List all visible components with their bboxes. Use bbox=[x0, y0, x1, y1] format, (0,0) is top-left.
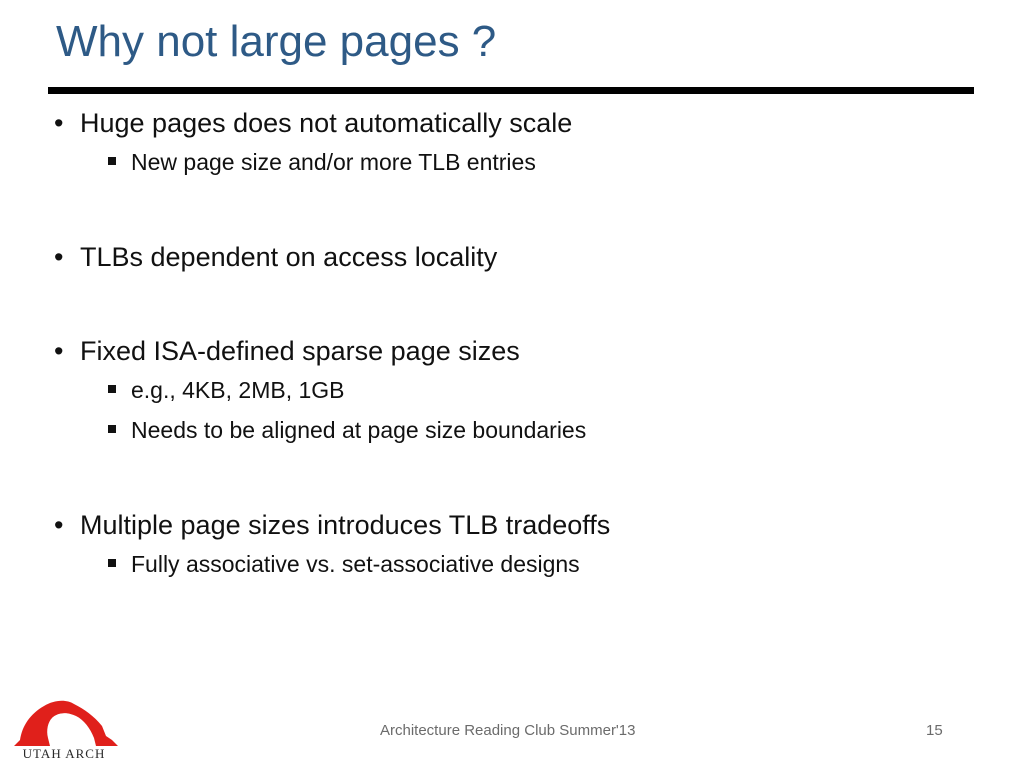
bullet-dot-icon: • bbox=[54, 242, 64, 272]
square-bullet-icon bbox=[108, 385, 116, 393]
sub-bullet-item: New page size and/or more TLB entries bbox=[54, 142, 974, 182]
sub-bullet-text: New page size and/or more TLB entries bbox=[131, 149, 536, 175]
sub-bullet-item: e.g., 4KB, 2MB, 1GB bbox=[54, 370, 974, 410]
sub-bullet-text: Fully associative vs. set-associative de… bbox=[131, 551, 580, 577]
sub-bullet-item: Needs to be aligned at page size boundar… bbox=[54, 410, 974, 450]
sub-bullet-text: Needs to be aligned at page size boundar… bbox=[131, 417, 587, 443]
sub-bullet-item: Fully associative vs. set-associative de… bbox=[54, 544, 974, 584]
square-bullet-icon bbox=[108, 157, 116, 165]
bullet-dot-icon: • bbox=[54, 108, 64, 138]
bullet-dot-icon: • bbox=[54, 336, 64, 366]
footer-text: Architecture Reading Club Summer'13 bbox=[380, 722, 636, 739]
bullet-text: Fixed ISA-defined sparse page sizes bbox=[80, 336, 520, 366]
bullet-item: • TLBs dependent on access locality bbox=[54, 238, 974, 276]
delicate-arch-logo-icon bbox=[14, 700, 118, 746]
logo-text: UTAH ARCH bbox=[22, 746, 106, 761]
utah-arch-logo: UTAH ARCH bbox=[8, 696, 120, 764]
bullet-dot-icon: • bbox=[54, 510, 64, 540]
title-divider bbox=[48, 87, 974, 94]
bullet-item: • Fixed ISA-defined sparse page sizes bbox=[54, 332, 974, 370]
bullet-text: TLBs dependent on access locality bbox=[80, 242, 498, 272]
square-bullet-icon bbox=[108, 559, 116, 567]
bullet-text: Multiple page sizes introduces TLB trade… bbox=[80, 510, 611, 540]
bullet-list: • Huge pages does not automatically scal… bbox=[54, 104, 974, 584]
square-bullet-icon bbox=[108, 425, 116, 433]
sub-bullet-text: e.g., 4KB, 2MB, 1GB bbox=[131, 377, 345, 403]
slide-title: Why not large pages ? bbox=[56, 17, 497, 66]
page-number: 15 bbox=[926, 722, 943, 739]
bullet-text: Huge pages does not automatically scale bbox=[80, 108, 573, 138]
bullet-item: • Huge pages does not automatically scal… bbox=[54, 104, 974, 142]
bullet-item: • Multiple page sizes introduces TLB tra… bbox=[54, 506, 974, 544]
